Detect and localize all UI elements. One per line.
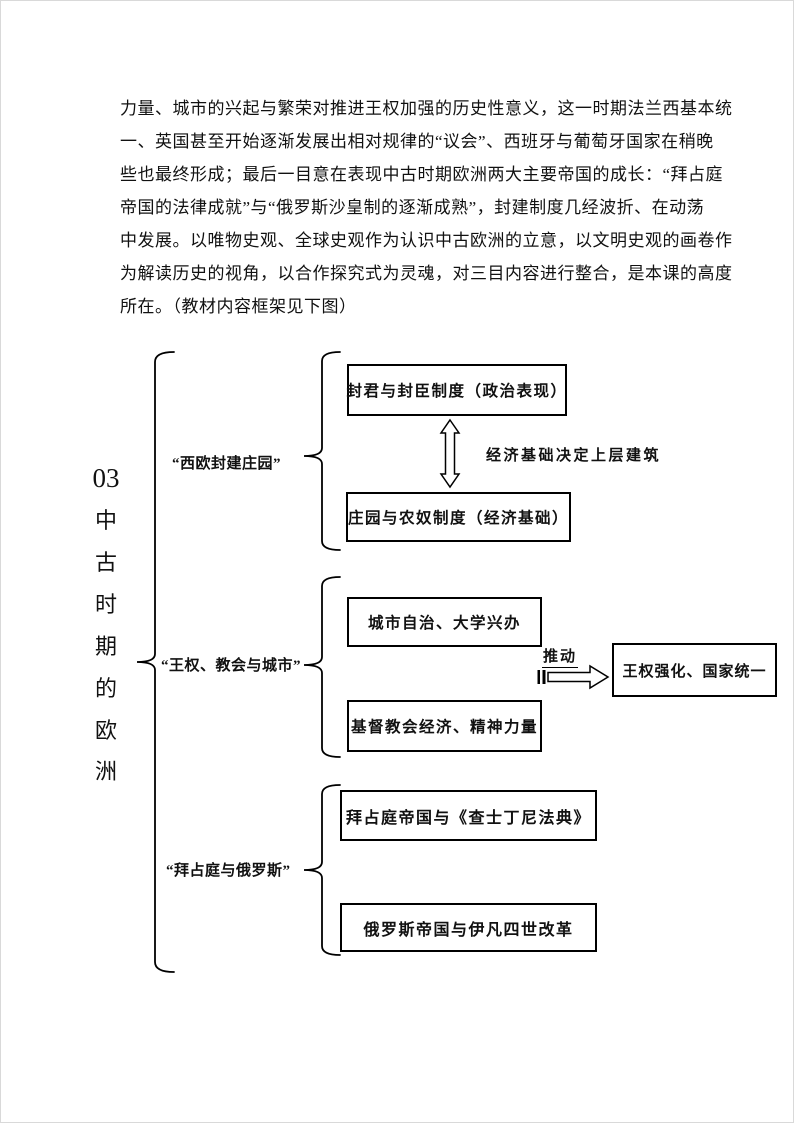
- paragraph-line: 帝国的法律成就”与“俄罗斯沙皇制的逐渐成熟”，封建制度几经波折、在动荡: [120, 198, 705, 217]
- unit-number: 03: [92, 463, 120, 493]
- relation-note: 经济基础决定上层建筑: [486, 448, 662, 464]
- unit-title-char: 中: [94, 508, 117, 533]
- push-arrow-tail-bar: [542, 670, 546, 684]
- outer-brace: [136, 351, 175, 973]
- group1-label: “西欧封建庄园”: [172, 456, 282, 472]
- group1-brace: [303, 351, 341, 551]
- push-arrow-icon: [547, 664, 610, 690]
- paragraph-line: 力量、城市的兴起与繁荣对推进王权加强的历史性意义，这一时期法兰西基本统: [120, 99, 733, 118]
- unit-title-char: 期: [94, 634, 117, 659]
- group3-label: “拜占庭与俄罗斯”: [166, 863, 291, 879]
- box-feudal-lord-vassal: 封君与封臣制度（政治表现）: [347, 364, 567, 416]
- unit-title-char: 时: [94, 592, 117, 617]
- group2-label: “王权、教会与城市”: [161, 658, 302, 674]
- box-city-autonomy: 城市自治、大学兴办: [347, 597, 542, 647]
- paragraph-line: 中发展。以唯物史观、全球史观作为认识中古欧洲的立意，以文明史观的画卷作: [120, 231, 733, 250]
- paragraph-line: 些也最终形成；最后一目意在表现中古时期欧洲两大主要帝国的成长：“拜占庭: [120, 165, 724, 184]
- paragraph-line: 所在。（教材内容框架见下图）: [120, 297, 357, 316]
- double-arrow-icon: [439, 418, 461, 489]
- box-royal-power-unification: 王权强化、国家统一: [612, 643, 777, 697]
- box-byzantine-code: 拜占庭帝国与《查士丁尼法典》: [340, 790, 597, 841]
- push-arrow-label: 推动: [542, 645, 579, 668]
- group2-brace: [303, 576, 341, 758]
- paragraph-line: 一、英国甚至开始逐渐发展出相对规律的“议会”、西班牙与葡萄牙国家在稍晚: [120, 132, 714, 151]
- box-russia-ivan: 俄罗斯帝国与伊凡四世改革: [340, 903, 597, 952]
- box-manor-serfdom: 庄园与农奴制度（经济基础）: [346, 492, 571, 542]
- group3-brace: [303, 784, 341, 956]
- box-church-power: 基督教会经济、精神力量: [347, 700, 542, 752]
- unit-title-char: 古: [94, 550, 117, 575]
- unit-title-char: 欧: [94, 718, 117, 743]
- push-arrow-tail-bar: [537, 670, 540, 684]
- unit-title-char: 洲: [94, 759, 117, 784]
- unit-title-char: 的: [94, 676, 117, 701]
- intro-paragraph: 力量、城市的兴起与繁荣对推进王权加强的历史性意义，这一时期法兰西基本统 一、英国…: [120, 92, 733, 323]
- paragraph-line: 为解读历史的视角，以合作探究式为灵魂，对三目内容进行整合，是本课的高度: [120, 264, 733, 283]
